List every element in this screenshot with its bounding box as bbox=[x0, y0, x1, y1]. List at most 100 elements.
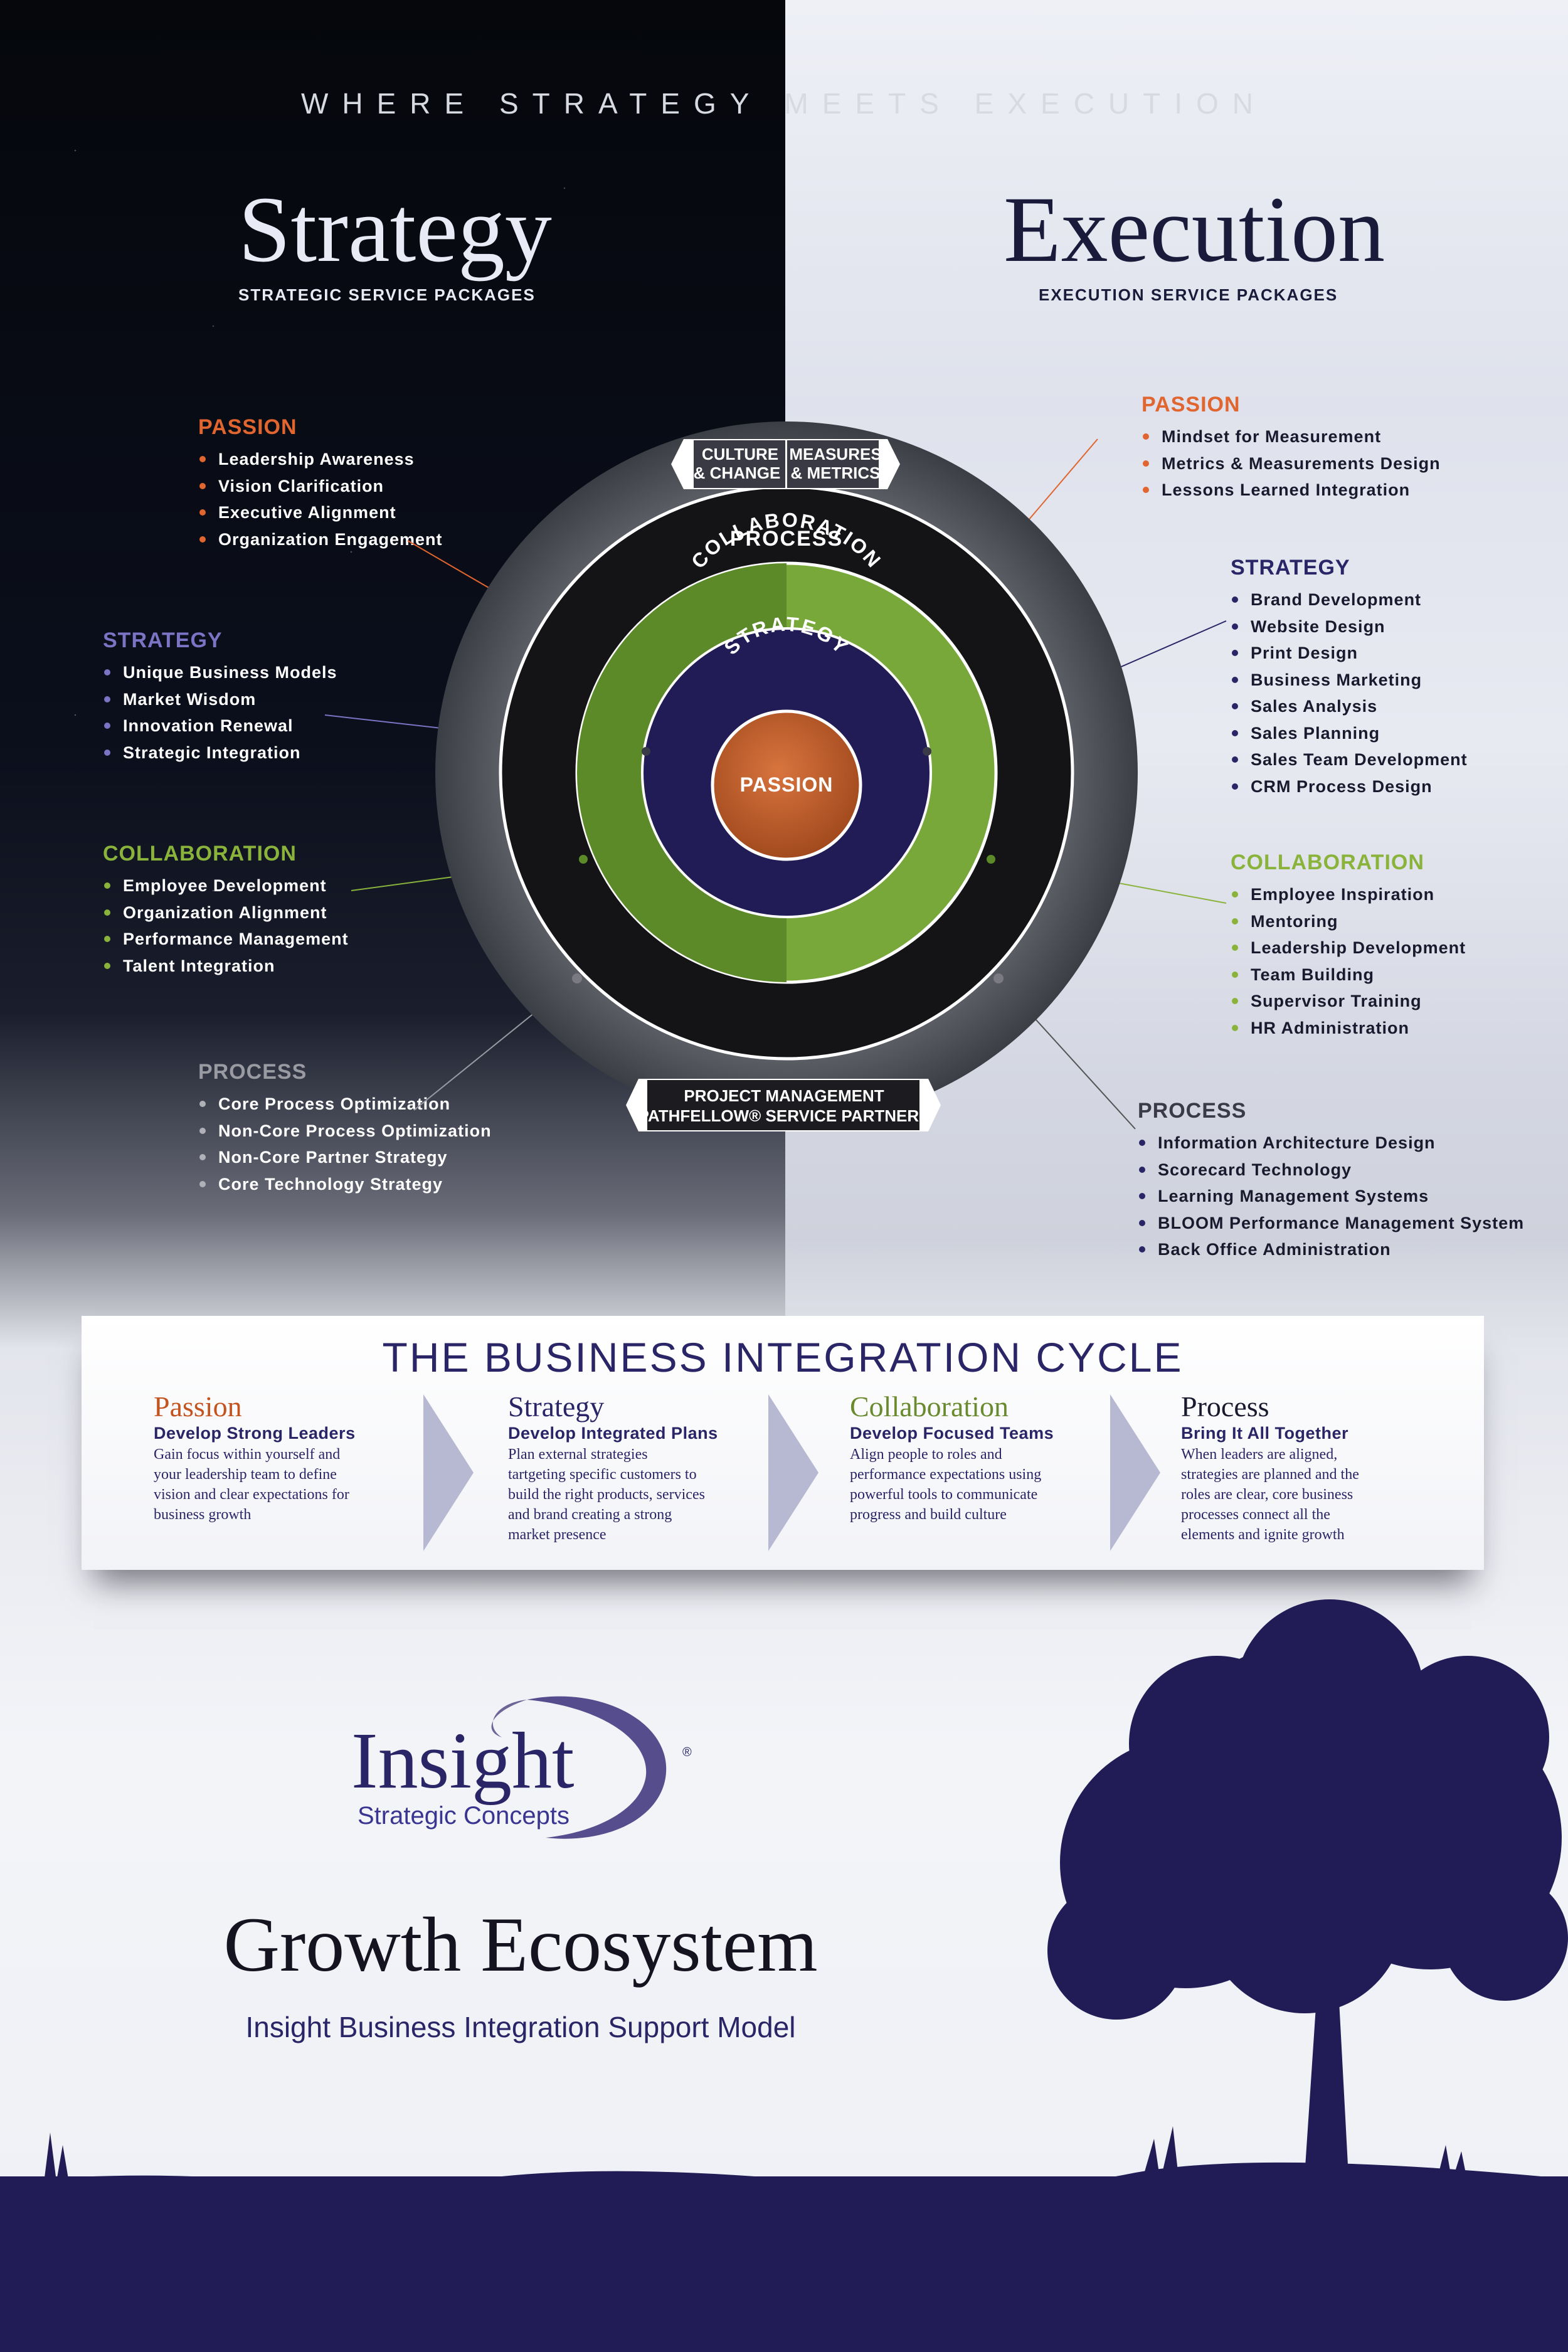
bottom-tab-line1: PROJECT MANAGEMENT bbox=[684, 1086, 884, 1105]
desc-line: your leadership team to define bbox=[154, 1466, 337, 1483]
service-item: Non-Core Partner Strategy bbox=[198, 1144, 492, 1171]
group-title: PASSION bbox=[1142, 393, 1241, 416]
service-item: Lessons Learned Integration bbox=[1142, 477, 1441, 504]
chevron-shape bbox=[768, 1394, 818, 1551]
execution-strategy-group: STRATEGY Brand Development Website Desig… bbox=[1231, 556, 1468, 800]
tree-canopy bbox=[1204, 1813, 1405, 2013]
step-goal: Develop Integrated Plans bbox=[508, 1424, 718, 1443]
desc-line: and brand creating a strong bbox=[508, 1507, 672, 1523]
service-item: Core Process Optimization bbox=[198, 1091, 492, 1118]
growth-ecosystem-subtitle: Insight Business Integration Support Mod… bbox=[245, 2011, 796, 2043]
service-item: Strategic Integration bbox=[103, 739, 337, 766]
service-list: Unique Business Models Market Wisdom Inn… bbox=[103, 659, 337, 766]
service-item: Executive Alignment bbox=[198, 499, 443, 526]
tree-canopy bbox=[1047, 1882, 1185, 2020]
group-title: COLLABORATION bbox=[1231, 850, 1424, 874]
service-item: Back Office Administration bbox=[1138, 1236, 1524, 1263]
step-goal: Bring It All Together bbox=[1181, 1424, 1348, 1443]
service-list: Employee Inspiration Mentoring Leadershi… bbox=[1231, 881, 1466, 1041]
service-item: Information Architecture Design bbox=[1138, 1130, 1524, 1157]
grass-tuft bbox=[1436, 2145, 1468, 2183]
group-title: STRATEGY bbox=[1231, 556, 1350, 580]
service-list: Mindset for Measurement Metrics & Measur… bbox=[1142, 423, 1441, 504]
service-item: Mentoring bbox=[1231, 908, 1466, 935]
grass-tuft bbox=[44, 2132, 69, 2183]
desc-line: Align people to roles and bbox=[850, 1446, 1002, 1463]
insight-logo: Insight Strategic Concepts ® bbox=[351, 1696, 692, 1839]
process-ring-label: PROCESS bbox=[730, 527, 843, 551]
service-item: Business Marketing bbox=[1231, 667, 1468, 694]
connector-dot bbox=[987, 855, 995, 864]
strategy-title: Strategy bbox=[238, 177, 552, 282]
execution-subtitle: EXECUTION SERVICE PACKAGES bbox=[1039, 285, 1338, 304]
service-item: Vision Clarification bbox=[198, 473, 443, 500]
service-item: Organization Alignment bbox=[103, 899, 349, 926]
service-item: Brand Development bbox=[1231, 586, 1468, 613]
top-right-tab-line2: & METRICS bbox=[791, 464, 881, 482]
service-list: Employee Development Organization Alignm… bbox=[103, 872, 349, 979]
passion-core bbox=[711, 709, 862, 861]
service-item: BLOOM Performance Management System bbox=[1138, 1210, 1524, 1237]
tagline: WHERE STRATEGY MEETS EXECUTION bbox=[300, 87, 1268, 120]
service-item: HR Administration bbox=[1231, 1015, 1466, 1042]
execution-title: Execution bbox=[1004, 177, 1385, 282]
desc-line: Plan external strategies bbox=[508, 1446, 648, 1463]
ground-band bbox=[0, 2176, 1568, 2352]
desc-line: performance expectations using bbox=[850, 1466, 1042, 1483]
chevron-shape bbox=[423, 1394, 474, 1551]
service-item: Mindset for Measurement bbox=[1142, 423, 1441, 450]
service-item: Sales Team Development bbox=[1231, 746, 1468, 773]
tree-silhouette bbox=[1047, 1599, 1568, 2176]
growth-ecosystem-title: Growth Ecosystem bbox=[223, 1902, 818, 1988]
bottom-tab-body bbox=[647, 1080, 919, 1130]
connector-dot bbox=[923, 747, 931, 756]
service-item: Sales Analysis bbox=[1231, 693, 1468, 720]
step-name: Collaboration bbox=[850, 1391, 1009, 1422]
service-item: Employee Inspiration bbox=[1231, 881, 1466, 908]
logo-swoosh-accent bbox=[491, 1700, 527, 1737]
connector-dot bbox=[572, 973, 582, 983]
service-item: Supervisor Training bbox=[1231, 988, 1466, 1015]
strategy-process-group: PROCESS Core Process Optimization Non-Co… bbox=[198, 1060, 492, 1197]
service-item: CRM Process Design bbox=[1231, 773, 1468, 800]
service-list: Leadership Awareness Vision Clarificatio… bbox=[198, 446, 443, 553]
group-title: PROCESS bbox=[1138, 1099, 1247, 1123]
strategy-strategy-group: STRATEGY Unique Business Models Market W… bbox=[103, 628, 337, 766]
desc-line: elements and ignite growth bbox=[1181, 1527, 1345, 1543]
connector-dot bbox=[579, 855, 588, 864]
group-title: PROCESS bbox=[198, 1060, 307, 1084]
desc-line: strategies are planned and the bbox=[1181, 1466, 1359, 1483]
service-item: Sales Planning bbox=[1231, 720, 1468, 747]
chevron-right-icon bbox=[1110, 1394, 1160, 1551]
service-item: Innovation Renewal bbox=[103, 712, 337, 739]
growth-wheel-diagram: PROCESS COLLABORATION STRATEGY PASSION C… bbox=[324, 421, 1227, 1131]
desc-line: tartgeting specific customers to bbox=[508, 1466, 697, 1483]
cycle-step-strategy: Strategy Develop Integrated Plans Plan e… bbox=[508, 1391, 784, 1545]
desc-line: powerful tools to communicate bbox=[850, 1486, 1038, 1503]
tree-canopy bbox=[1443, 1875, 1568, 2001]
cycle-step-process: Process Bring It All Together When leade… bbox=[1181, 1391, 1457, 1545]
execution-passion-group: PASSION Mindset for Measurement Metrics … bbox=[1142, 393, 1441, 504]
cycle-step-collaboration: Collaboration Develop Focused Teams Alig… bbox=[850, 1391, 1126, 1525]
connector-dot bbox=[642, 747, 650, 756]
service-item: Metrics & Measurements Design bbox=[1142, 450, 1441, 477]
strategy-collaboration-group: COLLABORATION Employee Development Organ… bbox=[103, 842, 349, 979]
step-goal: Develop Strong Leaders bbox=[154, 1424, 356, 1443]
service-item: Print Design bbox=[1231, 640, 1468, 667]
desc-line: vision and clear expectations for bbox=[154, 1486, 349, 1503]
logo-swoosh bbox=[527, 1696, 667, 1839]
service-item: Team Building bbox=[1231, 961, 1466, 988]
service-item: Scorecard Technology bbox=[1138, 1157, 1524, 1184]
group-title: STRATEGY bbox=[103, 628, 223, 652]
service-item: Organization Engagement bbox=[198, 526, 443, 553]
top-left-tab-line1: CULTURE bbox=[702, 445, 778, 464]
strategy-passion-group: PASSION Leadership Awareness Vision Clar… bbox=[198, 415, 443, 553]
bottom-tab-line2: PATHFELLOW® SERVICE PARTNERS bbox=[638, 1106, 930, 1125]
service-list: Core Process Optimization Non-Core Proce… bbox=[198, 1091, 492, 1197]
step-name: Process bbox=[1181, 1391, 1269, 1422]
chevron-right-icon bbox=[423, 1394, 474, 1551]
service-item: Leadership Development bbox=[1231, 935, 1466, 961]
service-item: Performance Management bbox=[103, 926, 349, 953]
logo-wordmark: Insight bbox=[351, 1716, 575, 1805]
service-item: Market Wisdom bbox=[103, 686, 337, 713]
